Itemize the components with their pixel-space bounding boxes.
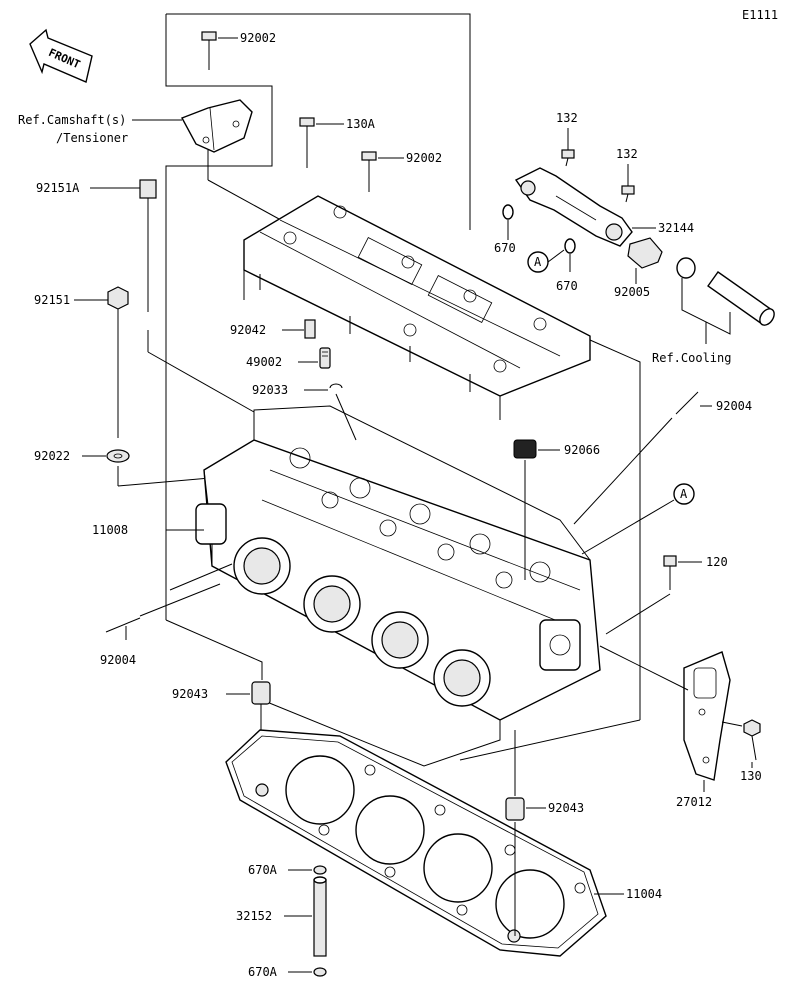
- bracket-27012-icon: [683, 651, 731, 781]
- o-ring-670A-top-icon: [313, 865, 327, 875]
- label-92004-left: 92004: [100, 653, 136, 667]
- label-92043-left: 92043: [172, 687, 208, 701]
- label-130A: 130A: [346, 117, 376, 131]
- label-92002-mid: 92002: [406, 151, 442, 165]
- label-92151A: 92151A: [36, 181, 80, 195]
- label-ref-cooling: Ref.Cooling: [652, 351, 731, 365]
- bolt-132-b-icon: [621, 185, 635, 203]
- label-132-b: 132: [616, 147, 638, 161]
- label-130: 130: [740, 769, 762, 783]
- label-92002-top: 92002: [240, 31, 276, 45]
- water-pipe-32144-icon: [514, 167, 633, 247]
- bolt-130-icon: [743, 719, 761, 761]
- bolt-92002-mid-icon: [361, 151, 377, 192]
- coolant-hose-icon: [707, 271, 775, 326]
- label-670A-bottom: 670A: [248, 965, 278, 979]
- bolt-92151-icon: [107, 286, 129, 438]
- label-670-a: 670: [494, 241, 516, 255]
- label-27012: 27012: [676, 795, 712, 809]
- clip-92033-icon: [329, 383, 343, 389]
- label-92022: 92022: [34, 449, 70, 463]
- label-92005: 92005: [614, 285, 650, 299]
- front-arrow-icon: FRONT: [29, 28, 93, 83]
- dowel-92042-icon: [304, 319, 316, 339]
- label-120: 120: [706, 555, 728, 569]
- dowel-92043-left-icon: [251, 681, 271, 705]
- hose-clamp-icon: [676, 257, 696, 279]
- o-ring-670-b-icon: [564, 238, 576, 254]
- callout-A-2: A: [680, 487, 688, 501]
- label-92004-right: 92004: [716, 399, 752, 413]
- o-ring-670A-bottom-icon: [313, 967, 327, 977]
- head-gasket-icon: [225, 729, 607, 957]
- lash-adjuster-49002-icon: [319, 347, 331, 369]
- label-ref-camshaft-2: /Tensioner: [56, 131, 128, 145]
- callout-A-circle-icon: [527, 249, 565, 273]
- bolt-130A-icon: [299, 117, 315, 168]
- washer-92022-icon: [106, 449, 130, 463]
- label-32152: 32152: [236, 909, 272, 923]
- stud-92004-left-icon: [105, 617, 141, 633]
- dowel-92043-right-icon: [505, 797, 525, 821]
- fitting-92005-icon: [627, 237, 663, 269]
- bolt-92151A-icon: [139, 179, 157, 312]
- bolt-92002-top-icon: [201, 31, 217, 70]
- label-670A-top: 670A: [248, 863, 278, 877]
- diagram-code: E1111: [742, 8, 778, 22]
- camshaft-holder-icon: [243, 195, 591, 397]
- stud-92004-right-icon: [675, 391, 699, 415]
- bolt-132-a-icon: [561, 149, 575, 167]
- camshaft-bracket-icon: [181, 99, 253, 153]
- label-92033: 92033: [252, 383, 288, 397]
- label-49002: 49002: [246, 355, 282, 369]
- o-ring-670-a-icon: [502, 204, 514, 220]
- callout-A-1: A: [534, 255, 542, 269]
- plug-92066-icon: [513, 439, 537, 459]
- label-11008: 11008: [92, 523, 128, 537]
- cylinder-head-icon: [195, 405, 601, 721]
- label-11004: 11004: [626, 887, 662, 901]
- label-92042: 92042: [230, 323, 266, 337]
- label-ref-camshaft-1: Ref.Camshaft(s): [18, 113, 126, 127]
- label-92151: 92151: [34, 293, 70, 307]
- bolt-120-icon: [663, 555, 677, 590]
- pipe-32152-icon: [313, 876, 327, 957]
- label-32144: 32144: [658, 221, 694, 235]
- label-132-a: 132: [556, 111, 578, 125]
- callout-A2-circle-icon: [581, 483, 695, 555]
- label-92043-right: 92043: [548, 801, 584, 815]
- label-670-b: 670: [556, 279, 578, 293]
- label-92066: 92066: [564, 443, 600, 457]
